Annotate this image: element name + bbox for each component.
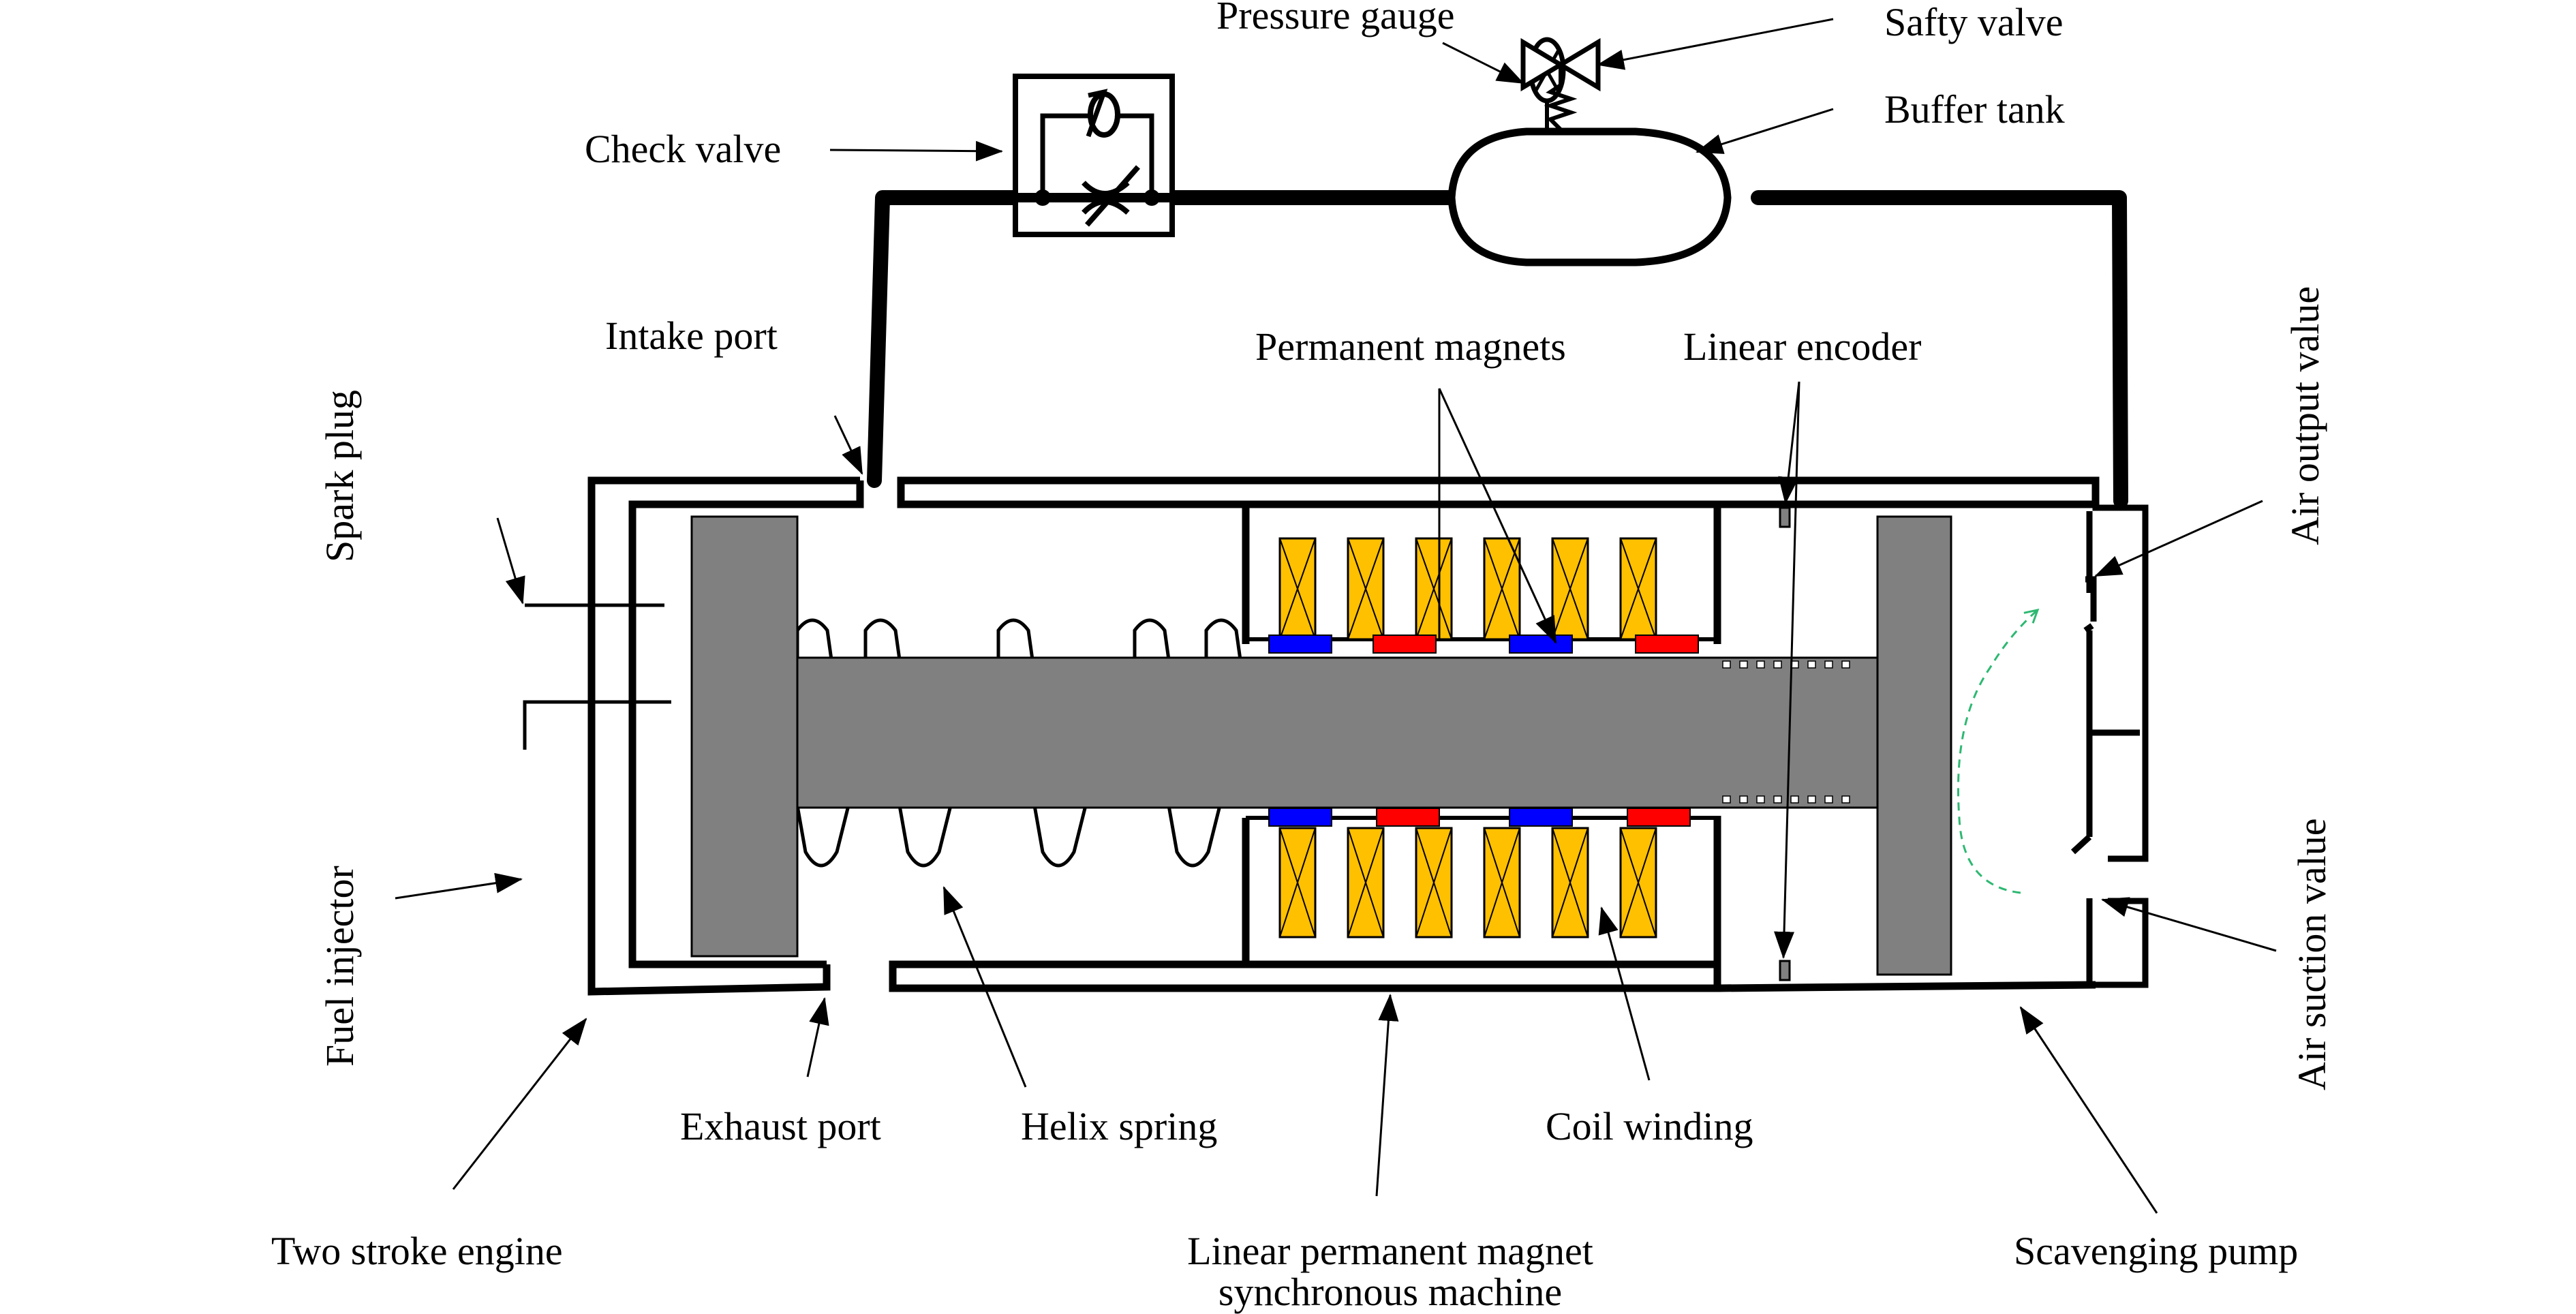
label-scavenging-pump: Scavenging pump	[2014, 1229, 2298, 1273]
label-two-stroke-engine: Two stroke engine	[271, 1229, 563, 1273]
air-flow-arrow	[1957, 608, 2040, 894]
encoder-mark	[1722, 660, 1731, 669]
coil-winding	[1415, 827, 1453, 938]
spring-coil-top	[795, 618, 833, 660]
label-spark-plug: Spark plug	[318, 390, 362, 562]
scavenging-pump-housing	[2070, 480, 2149, 988]
coil-winding	[1278, 827, 1317, 938]
coil-winding	[1619, 827, 1657, 938]
air-pipe	[867, 190, 2128, 508]
permanent-magnets	[1268, 635, 1699, 827]
label-intake-port: Intake port	[605, 314, 778, 358]
spring-coil-top	[863, 618, 902, 660]
coil-winding	[1347, 537, 1385, 641]
label-lpmsm-line2: synchronous machine	[1218, 1270, 1562, 1314]
magnet-south	[1635, 635, 1699, 654]
label-exhaust-port: Exhaust port	[680, 1104, 881, 1148]
spring-coil-bottom	[898, 805, 953, 868]
encoder-mark	[1807, 795, 1816, 804]
pump-piston	[1876, 515, 1952, 976]
magnet-north	[1268, 808, 1332, 827]
label-fuel-injector: Fuel injector	[318, 866, 362, 1067]
label-permanent-magnets: Permanent magnets	[1255, 324, 1566, 369]
label-helix-spring: Helix spring	[1021, 1104, 1217, 1148]
encoder-readhead-lower	[1779, 960, 1791, 981]
encoder-mark	[1739, 660, 1748, 669]
label-air-suction-valve: Air suction value	[2290, 819, 2334, 1090]
coil-winding	[1551, 827, 1589, 938]
magnet-north	[1509, 808, 1573, 827]
label-safety-valve: Safty valve	[1884, 0, 2064, 44]
piston-rod	[796, 656, 1882, 809]
label-coil-winding: Coil winding	[1546, 1104, 1753, 1148]
label-pressure-gauge: Pressure gauge	[1216, 0, 1455, 37]
two-stroke-engine-housing	[523, 476, 864, 996]
label-check-valve: Check valve	[585, 127, 781, 171]
encoder-mark	[1824, 795, 1833, 804]
coil-winding	[1551, 537, 1589, 641]
buffer-tank	[1447, 127, 1732, 266]
magnet-south	[1376, 808, 1440, 827]
encoder-mark	[1722, 795, 1731, 804]
magnet-north	[1509, 635, 1573, 654]
encoder-mark	[1773, 795, 1782, 804]
label-lpmsm-line1: Linear permanent magnet	[1187, 1229, 1593, 1273]
magnet-north	[1268, 635, 1332, 654]
encoder-mark	[1841, 795, 1850, 804]
encoder-mark	[1807, 660, 1816, 669]
spring-coil-bottom	[1032, 805, 1088, 868]
coil-winding	[1278, 537, 1317, 641]
coil-winding	[1415, 537, 1453, 641]
encoder-mark	[1756, 660, 1765, 669]
encoder-mark	[1824, 660, 1833, 669]
coil-winding	[1347, 827, 1385, 938]
encoder-scale	[1722, 660, 1850, 804]
coil-winding	[1483, 827, 1521, 938]
encoder-mark	[1773, 660, 1782, 669]
label-linear-encoder: Linear encoder	[1683, 324, 1921, 369]
check-valve-symbol	[1013, 74, 1175, 237]
encoder-mark	[1841, 660, 1850, 669]
coil-winding	[1619, 537, 1657, 641]
coil-winding	[1483, 537, 1521, 641]
encoder-mark	[1739, 795, 1748, 804]
spring-coil-bottom	[795, 805, 850, 868]
spring-coil-top	[1204, 618, 1242, 660]
encoder-mark	[1790, 795, 1799, 804]
magnet-south	[1373, 635, 1437, 654]
spring-coil-top	[996, 618, 1034, 660]
spring-coil-top	[1133, 618, 1171, 660]
spring-coil-bottom	[1167, 805, 1222, 868]
label-buffer-tank: Buffer tank	[1884, 87, 2065, 132]
engine-piston	[690, 515, 799, 958]
encoder-mark	[1756, 795, 1765, 804]
leader-lines	[395, 18, 2277, 1214]
label-air-output-valve: Air output value	[2283, 286, 2327, 545]
encoder-readhead-upper	[1779, 506, 1791, 528]
magnet-south	[1627, 808, 1691, 827]
coil-windings	[1278, 537, 1657, 938]
